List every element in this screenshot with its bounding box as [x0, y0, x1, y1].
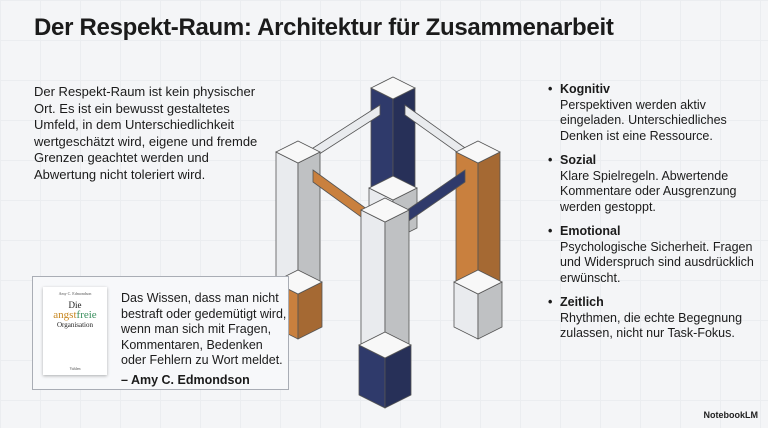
book-title-2a: angst [53, 309, 77, 321]
quote-author: – Amy C. Edmondson [121, 373, 250, 387]
item-heading: Sozial [560, 153, 597, 167]
item-heading: Zeitlich [560, 295, 604, 309]
book-title-3: Organisation [56, 321, 94, 329]
item-text: Rhythmen, die echte Begegnung zulassen, … [560, 310, 743, 341]
pillar-right-base-top [453, 269, 503, 295]
quote-box: Amy C. Edmondson Die angstfreie Organisa… [32, 276, 289, 390]
book-title-1: Die [68, 300, 82, 310]
pillar-left-top [275, 140, 321, 164]
book-author: Amy C. Edmondson [58, 291, 92, 296]
pillar-front-base-top [358, 331, 412, 359]
item-text: Perspektiven werden aktiv eingeladen. Un… [560, 97, 727, 143]
item-heading: Kognitiv [560, 82, 610, 96]
item-text: Psychologische Sicherheit. Fragen und Wi… [560, 239, 754, 285]
book-publisher: Vahlen [69, 366, 81, 371]
notebooklm-logo: NotebookLM [703, 410, 759, 420]
page-title: Der Respekt-Raum: Architektur für Zusamm… [34, 14, 614, 41]
intro-text: Der Respekt-Raum ist kein physischer Ort… [34, 84, 258, 182]
quote-text: Das Wissen, dass man nicht bestraft oder… [121, 291, 287, 367]
book-cover: Amy C. Edmondson Die angstfreie Organisa… [43, 287, 107, 375]
pillar-back-base-top [368, 175, 418, 201]
pillar-right-top [455, 140, 501, 164]
beam-back-left [309, 104, 381, 161]
item-heading: Emotional [560, 224, 621, 238]
pillar-back-top [370, 76, 416, 100]
book-title-2: angstfreie [43, 310, 107, 321]
pillar-front-top [360, 197, 410, 223]
item-text: Klare Spielregeln. Abwertende Kommentare… [560, 168, 737, 214]
book-title-2b: freie [76, 309, 97, 321]
